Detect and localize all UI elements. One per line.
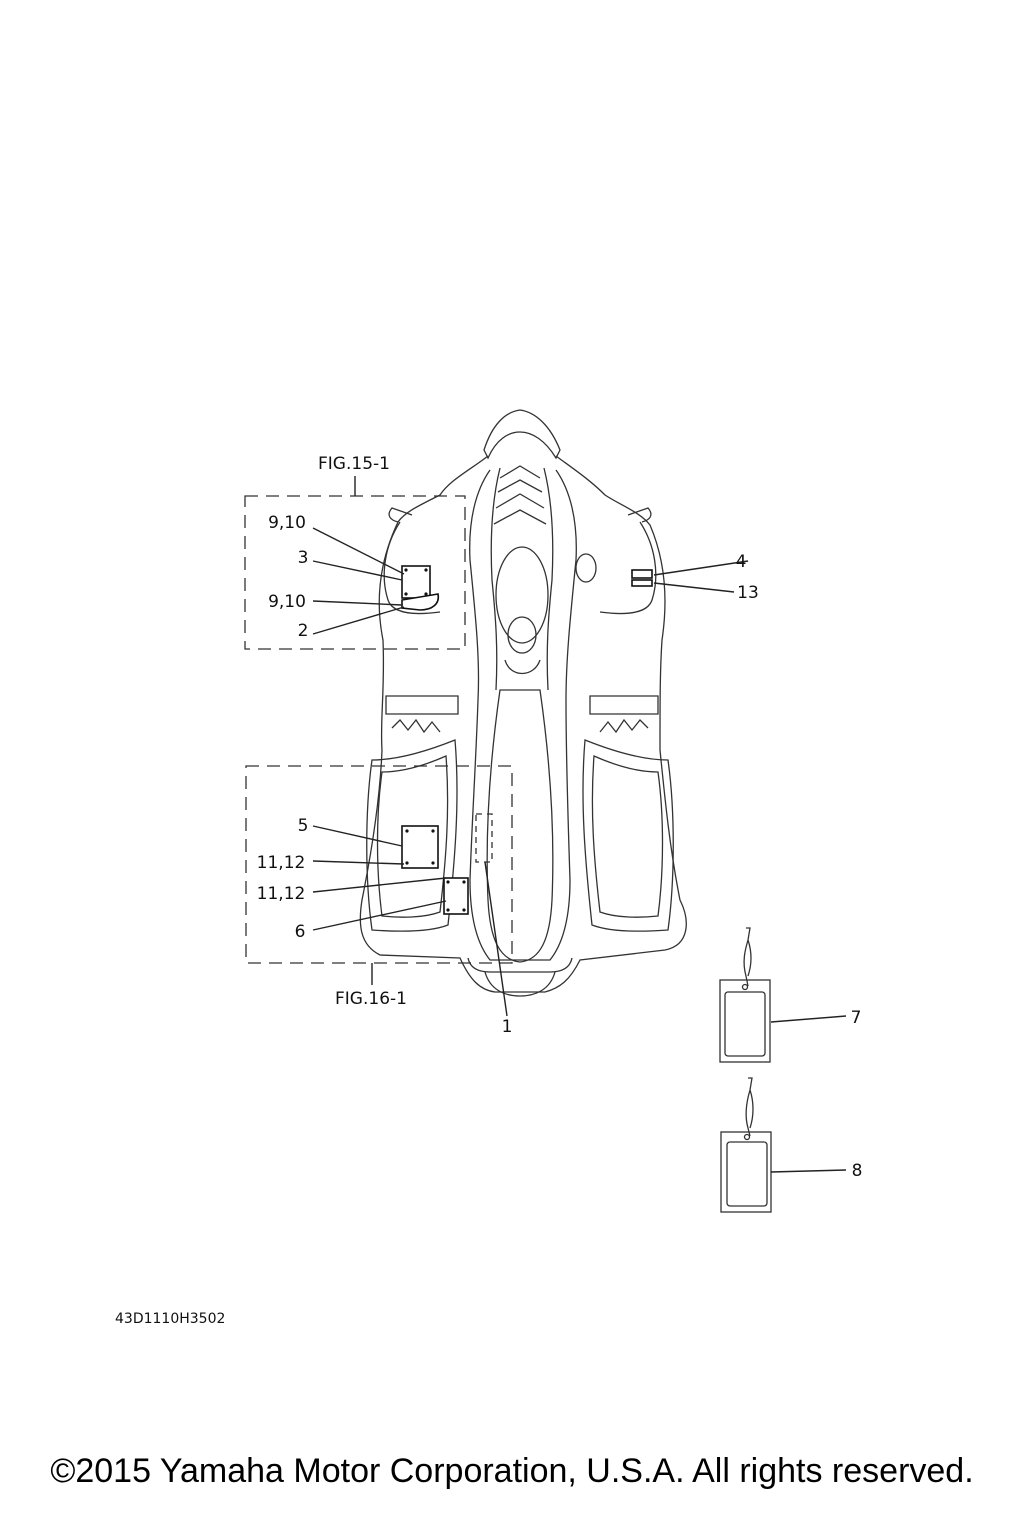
callout-7: 7 (851, 1008, 862, 1028)
callout-11-12-b: 11,12 (257, 884, 306, 904)
figure-ref-top: FIG.15-1 (318, 454, 390, 474)
label-part-5 (401, 825, 439, 869)
label-part-1 (475, 813, 493, 863)
diagram-code: 43D1110H3502 (115, 1311, 225, 1327)
label-part-6 (443, 877, 469, 915)
callout-2: 2 (298, 621, 309, 641)
callout-6: 6 (295, 922, 306, 942)
callout-13: 13 (737, 583, 759, 603)
detail-box-fig15 (244, 476, 466, 650)
detail-box-fig16 (245, 765, 513, 985)
callout-3: 3 (298, 548, 309, 568)
copyright-notice: ©2015 Yamaha Motor Corporation, U.S.A. A… (50, 1452, 974, 1490)
label-part-3 (401, 565, 431, 599)
hang-tag-part-7 (719, 927, 771, 1063)
callout-11-12-a: 11,12 (257, 853, 306, 873)
figure-ref-bottom: FIG.16-1 (335, 989, 407, 1009)
callout-5: 5 (298, 816, 309, 836)
callout-1: 1 (502, 1017, 513, 1037)
callout-4: 4 (736, 552, 747, 572)
watercraft-outline (359, 409, 687, 997)
leader-lines (312, 527, 847, 1173)
label-part-4 (631, 569, 653, 587)
callout-9-10-b: 9,10 (268, 592, 306, 612)
label-part-2 (401, 593, 440, 611)
callout-8: 8 (852, 1161, 863, 1181)
callout-9-10-a: 9,10 (268, 513, 306, 533)
hang-tag-part-8 (720, 1077, 772, 1213)
